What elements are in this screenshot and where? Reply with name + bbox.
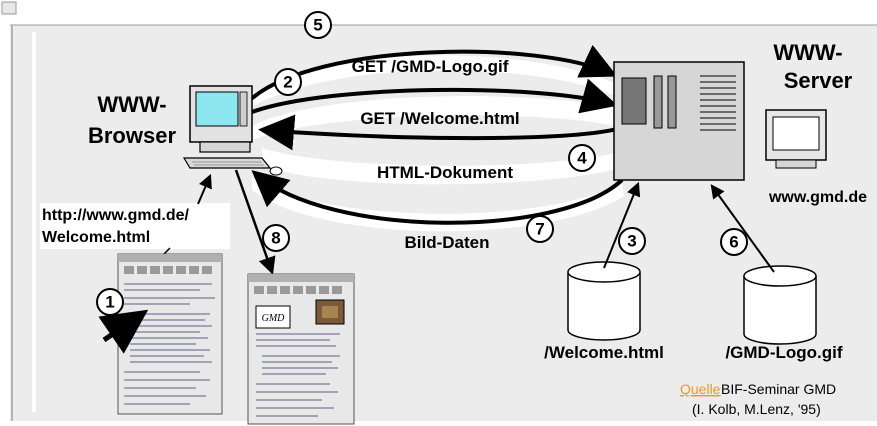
url-label-background — [40, 203, 230, 249]
database-welcome-icon — [567, 261, 641, 341]
arrow-render-page — [234, 169, 276, 275]
step-badge-6: 6 — [720, 228, 748, 256]
label-html-dokument: HTML-Dokument — [377, 163, 513, 182]
server-icon — [613, 61, 745, 181]
file-label-logo: /GMD-Logo.gif — [725, 343, 842, 362]
url-label-line1: http://www.gmd.de/ — [42, 207, 190, 224]
database-logo-icon — [743, 265, 817, 345]
server-host-label: www.gmd.de — [768, 189, 867, 206]
welcome-page-thumbnail — [117, 253, 223, 415]
step-badge-5: 5 — [304, 11, 332, 39]
user-pointer-arrow — [98, 309, 149, 354]
arrow-get-welcome — [251, 78, 618, 114]
arrow-db-logo — [710, 184, 775, 273]
server-label-line2: Server — [784, 68, 853, 93]
url-label-line2: Welcome.html — [42, 229, 150, 246]
step-badge-1: 1 — [96, 288, 124, 316]
label-get-welcome: GET /Welcome.html — [360, 109, 519, 128]
rendered-page-thumbnail: GMD — [247, 273, 355, 425]
arrow-db-welcome — [603, 181, 641, 269]
step-badge-4: 4 — [568, 144, 596, 172]
label-get-logo: GET /GMD-Logo.gif — [352, 57, 509, 76]
corner-box — [1, 1, 17, 15]
browser-label-line1: WWW- — [97, 92, 166, 117]
svg-text:6: 6 — [729, 233, 738, 252]
source-link[interactable]: Quelle — [680, 381, 721, 397]
step-badge-8: 8 — [262, 224, 290, 252]
label-bild-daten: Bild-Daten — [405, 233, 490, 252]
file-label-welcome: /Welcome.html — [544, 343, 664, 362]
source-line1: BIF-Seminar GMD — [721, 381, 836, 397]
server-monitor-icon — [765, 109, 827, 169]
browser-label-line2: Browser — [88, 123, 176, 148]
server-label-line1: WWW- — [773, 40, 842, 65]
svg-text:2: 2 — [283, 73, 292, 92]
svg-text:8: 8 — [271, 229, 280, 248]
computer-icon — [182, 85, 283, 176]
svg-text:3: 3 — [627, 232, 636, 251]
step-badge-3: 3 — [618, 227, 646, 255]
arrow-bild-daten — [251, 170, 624, 225]
step-badge-7: 7 — [526, 215, 554, 243]
svg-text:4: 4 — [577, 149, 587, 168]
svg-text:7: 7 — [535, 220, 544, 239]
step-badge-2: 2 — [274, 68, 302, 96]
source-line2: (I. Kolb, M.Lenz, '95) — [692, 401, 821, 417]
arrow-html-dokument — [258, 114, 623, 151]
svg-text:1: 1 — [105, 293, 114, 312]
svg-text:5: 5 — [313, 16, 322, 35]
svg-text:GMD: GMD — [262, 313, 286, 324]
